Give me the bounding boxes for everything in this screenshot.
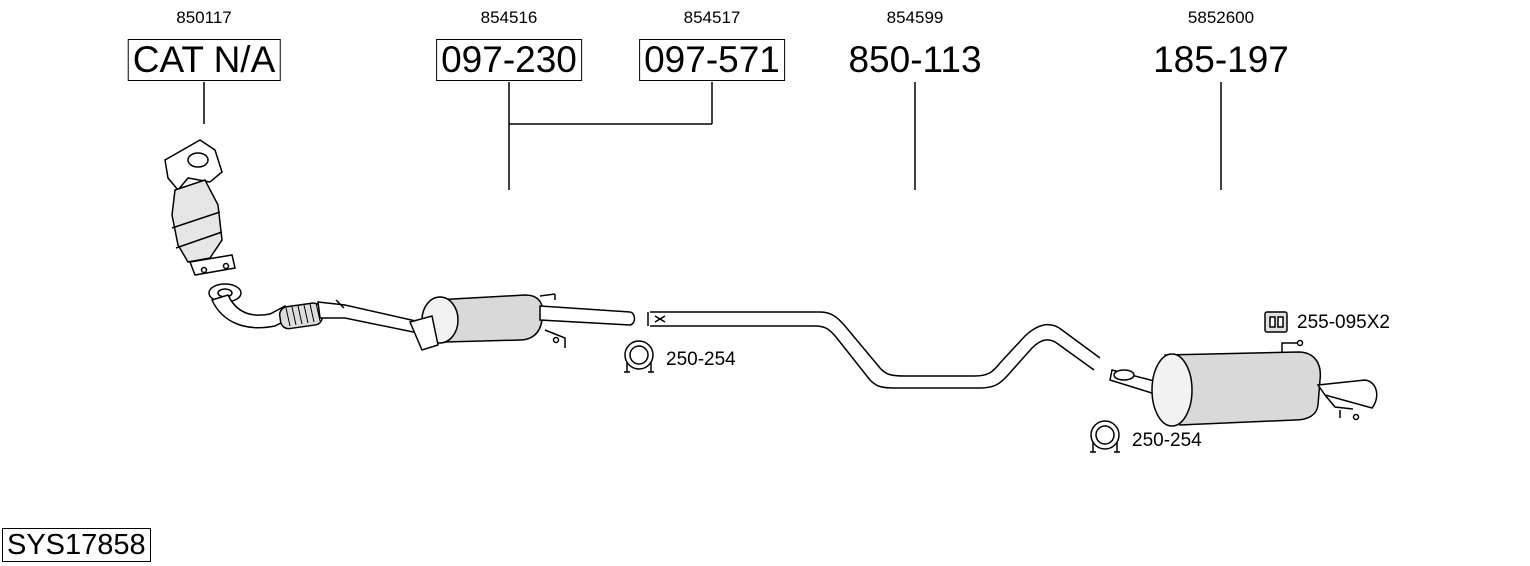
clamp-icon-rear: [1090, 420, 1120, 453]
clamp-label-rear[interactable]: 250-254: [1132, 430, 1202, 451]
rubber-mount-label[interactable]: 255-095X2: [1297, 312, 1390, 333]
part-code-097-230[interactable]: 097-230: [436, 39, 582, 81]
clamp-label-front[interactable]: 250-254: [666, 349, 736, 370]
part-code-185-197[interactable]: 185-197: [1153, 39, 1289, 80]
centre-pipe-icon: [647, 311, 1101, 389]
ref-5852600: 5852600: [1187, 8, 1255, 27]
part-code-850-113[interactable]: 850-113: [848, 39, 982, 80]
catalytic-converter-icon: [164, 139, 242, 303]
system-id-label: SYS17858: [2, 528, 151, 562]
rubber-mount-icon: [1264, 311, 1288, 333]
ref-854516: 854516: [480, 8, 538, 27]
ref-854517: 854517: [683, 8, 741, 27]
part-code-097-571[interactable]: 097-571: [639, 39, 785, 81]
rear-silencer-icon: [1109, 339, 1378, 427]
clamp-icon-front: [624, 340, 654, 373]
ref-854599: 854599: [886, 8, 944, 27]
middle-silencer-icon: [408, 293, 636, 351]
front-pipe-icon: [210, 294, 421, 334]
ref-850117: 850117: [176, 8, 232, 27]
part-code-cat[interactable]: CAT N/A: [127, 39, 281, 81]
